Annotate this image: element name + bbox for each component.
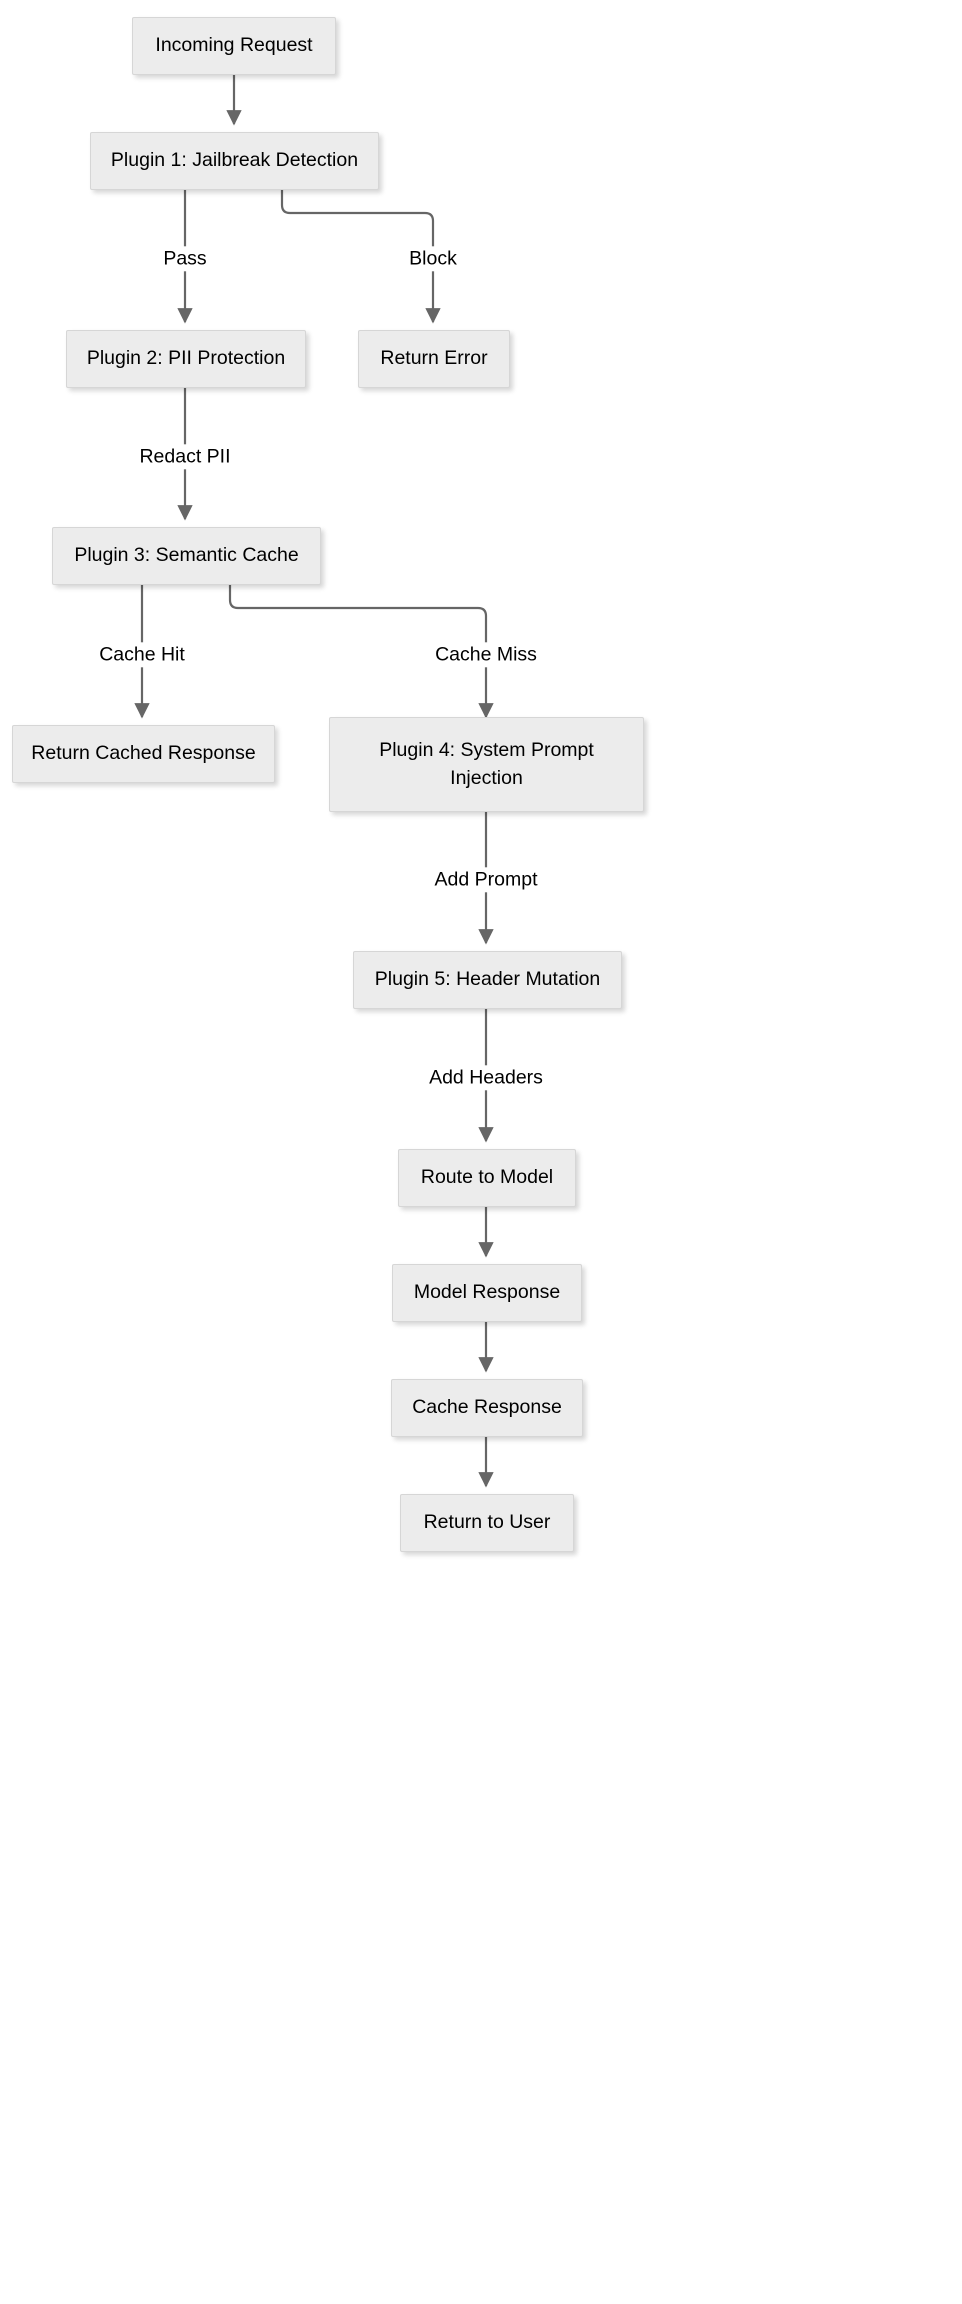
- node-label: Incoming Request: [155, 34, 313, 57]
- edge-label-cache-miss: Cache Miss: [431, 642, 541, 668]
- node-label-line-1: Plugin 4: System Prompt: [379, 738, 594, 761]
- node-return-to-user[interactable]: Return to User: [400, 1494, 574, 1552]
- node-label: Route to Model: [420, 1166, 554, 1189]
- node-label: Return Cached Response: [31, 742, 256, 765]
- node-label: Plugin 5: Header Mutation: [374, 968, 601, 991]
- edge-label-add-headers: Add Headers: [425, 1065, 547, 1091]
- node-incoming-request[interactable]: Incoming Request: [132, 17, 336, 75]
- node-label: Model Response: [413, 1281, 561, 1304]
- edge-label-redact-pii: Redact PII: [135, 444, 235, 470]
- node-label-line-2: Injection: [450, 766, 523, 789]
- node-return-cached-response[interactable]: Return Cached Response: [12, 725, 275, 783]
- node-label: Plugin 3: Semantic Cache: [74, 544, 299, 567]
- node-plugin-3-semantic-cache[interactable]: Plugin 3: Semantic Cache: [52, 527, 321, 585]
- node-label: Return Error: [380, 347, 488, 370]
- edge-label-cache-hit: Cache Hit: [95, 642, 189, 668]
- edge-label-pass: Pass: [159, 246, 211, 272]
- node-plugin-5-header-mutation[interactable]: Plugin 5: Header Mutation: [353, 951, 622, 1009]
- node-label: Return to User: [423, 1511, 551, 1534]
- edge-label-block: Block: [405, 246, 461, 272]
- node-label: Plugin 2: PII Protection: [86, 347, 286, 370]
- node-plugin-2-pii-protection[interactable]: Plugin 2: PII Protection: [66, 330, 306, 388]
- node-route-to-model[interactable]: Route to Model: [398, 1149, 576, 1207]
- node-cache-response[interactable]: Cache Response: [391, 1379, 583, 1437]
- node-label: Plugin 1: Jailbreak Detection: [110, 149, 359, 172]
- node-plugin-4-system-prompt-injection[interactable]: Plugin 4: System Prompt Injection: [329, 717, 644, 812]
- node-plugin-1-jailbreak-detection[interactable]: Plugin 1: Jailbreak Detection: [90, 132, 379, 190]
- node-model-response[interactable]: Model Response: [392, 1264, 582, 1322]
- edge-label-add-prompt: Add Prompt: [430, 867, 542, 893]
- node-label: Cache Response: [412, 1396, 562, 1419]
- node-return-error[interactable]: Return Error: [358, 330, 510, 388]
